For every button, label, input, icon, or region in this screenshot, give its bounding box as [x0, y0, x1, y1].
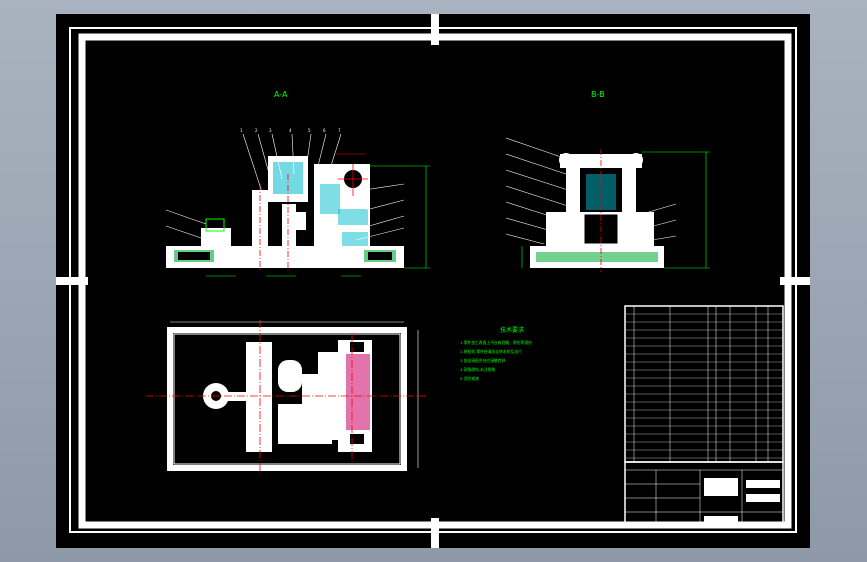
tech-req-line: 1.零件加工表面上不应有划痕、擦伤等损伤: [460, 340, 532, 345]
tech-req-line: 4.锐角倒钝,未注倒角: [460, 367, 495, 372]
centering-mark-right: [780, 277, 810, 285]
svg-text:1: 1: [240, 128, 243, 133]
svg-text:2: 2: [255, 128, 258, 133]
plan-view: [146, 320, 426, 474]
technical-requirements: 技术要求 1.零件加工表面上不应有划痕、擦伤等损伤 2.装配前,零件经清洗去除毛…: [460, 326, 532, 381]
centering-mark-bottom: [431, 518, 439, 548]
section-aa-view: 1 2 3 4 5 6 7: [165, 128, 430, 277]
drawing-canvas: A-A B-B: [56, 14, 810, 548]
tech-req-line: 5.涂防锈漆: [460, 376, 479, 381]
bb-left-column: [566, 164, 580, 248]
aa-left-block: [201, 228, 231, 248]
plan-base-outline: [167, 327, 407, 471]
svg-text:5: 5: [308, 128, 311, 133]
aa-base-hatch-mid: [226, 250, 336, 262]
sheet-border: [69, 27, 797, 533]
parts-list-table: [624, 305, 784, 463]
svg-text:3: 3: [269, 128, 272, 133]
svg-text:6: 6: [323, 128, 326, 133]
tech-req-heading: 技术要求: [500, 326, 524, 334]
tech-req-line: 3.各连接配合处应接触良好: [460, 358, 506, 363]
tech-req-line: 2.装配前,零件经清洗去除毛刺及油污: [460, 349, 522, 354]
drawing-frame: [78, 33, 792, 529]
section-bb-view: [505, 137, 710, 272]
title-block: [624, 461, 784, 527]
centering-mark-top: [431, 14, 439, 45]
svg-text:4: 4: [289, 128, 292, 133]
view-label-aa: A-A: [274, 90, 288, 99]
bb-right-column: [622, 164, 636, 248]
cad-drawing-viewport[interactable]: A-A B-B: [56, 14, 810, 548]
view-label-bb: B-B: [591, 90, 605, 99]
centering-mark-left: [56, 277, 88, 285]
plan-left-arm: [246, 342, 272, 452]
svg-text:7: 7: [338, 128, 341, 133]
